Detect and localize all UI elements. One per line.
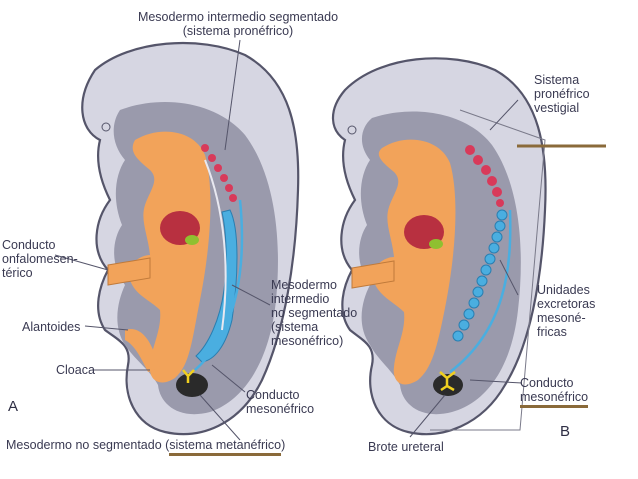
label-line: mesonéfrico) <box>271 334 344 348</box>
label-mesodermo-segmentado: Mesodermo intermedio segmentado (sistema… <box>108 10 368 38</box>
label-line: (sistema pronéfrico) <box>182 24 294 38</box>
embryo-b-ureteric-bud <box>439 371 456 392</box>
label-line: Mesodermo <box>271 278 337 292</box>
label-sistema-pronefrico-vestigial: Sistema pronéfrico vestigial <box>534 73 590 115</box>
label-line: fricas <box>537 325 567 339</box>
label-part: Mesodermo no segmentado ( <box>6 438 170 452</box>
embryo-a-track <box>204 159 227 331</box>
embryo-b-mesoderm <box>373 139 456 385</box>
embryo-b-frame <box>430 109 546 431</box>
leader-lines <box>54 39 523 441</box>
embryo-a-vitelline-duct <box>107 257 151 286</box>
label-line: vestigial <box>534 101 580 115</box>
embryo-a-mesoderm <box>129 131 211 383</box>
label-unidades-excretoras: Unidades excretoras mesoné- fricas <box>537 283 595 339</box>
embryo-a-mesonephric-duct <box>194 199 244 371</box>
embryo-b-excretory-units <box>452 209 508 342</box>
embryo-a-ureteric-bud <box>182 369 195 383</box>
embryo-a-allantois <box>125 329 160 372</box>
label-cloaca: Cloaca <box>56 363 95 377</box>
label-line: Sistema <box>534 73 580 87</box>
label-line: Conducto <box>520 376 574 390</box>
label-part: ) <box>281 438 286 452</box>
label-line: Unidades <box>537 283 590 297</box>
embryo-a-eye <box>101 122 111 132</box>
embryo-b-liver <box>429 239 443 249</box>
label-line: onfalomesen- <box>2 252 78 266</box>
label-line: térico <box>2 266 33 280</box>
embryo-a-nephrotomes <box>201 144 237 202</box>
label-alantoides: Alantoides <box>22 320 81 334</box>
embryo-b-nephrotomes <box>465 145 504 207</box>
label-line: mesonéfrico <box>520 390 589 408</box>
embryo-a-liver <box>185 235 199 245</box>
label-line: mesoné- <box>537 311 586 325</box>
label-mesodermo-metanefrico: Mesodermo no segmentado (sistema metanéf… <box>6 438 286 456</box>
embryo-b-eye <box>347 125 357 135</box>
embryo-b <box>331 57 547 436</box>
label-line: mesonéfrico <box>246 402 315 416</box>
label-conducto-mesonefrico-b: Conducto mesonéfrico <box>520 376 589 408</box>
label-conducto-onfalomesenterico: Conducto onfalomesen- térico <box>2 238 78 280</box>
panel-label-a: A <box>8 398 19 415</box>
embryo-a <box>81 41 300 436</box>
label-line: intermedio <box>271 292 330 306</box>
label-conducto-mesonefrico-a: Conducto mesonéfrico <box>246 388 314 416</box>
embryo-b-vitelline-duct <box>351 260 395 289</box>
label-line: Conducto <box>2 238 56 252</box>
label-line: no segmentado <box>271 306 358 320</box>
label-line: pronéfrico <box>534 87 590 101</box>
label-line: (sistema <box>271 320 319 334</box>
label-line: Mesodermo intermedio segmentado <box>137 10 339 24</box>
label-mesodermo-no-segmentado: Mesodermo intermedio no segmentado (sist… <box>271 278 357 348</box>
label-line: Conducto <box>246 388 300 402</box>
label-part: sistema metanéfrico <box>169 438 282 456</box>
embryo-b-mesonephric-duct <box>449 209 512 373</box>
label-line: excretoras <box>537 297 596 311</box>
label-brote-ureteral: Brote ureteral <box>368 440 444 454</box>
embryo-a-cloaca <box>176 373 208 397</box>
panel-label-b: B <box>560 423 571 440</box>
